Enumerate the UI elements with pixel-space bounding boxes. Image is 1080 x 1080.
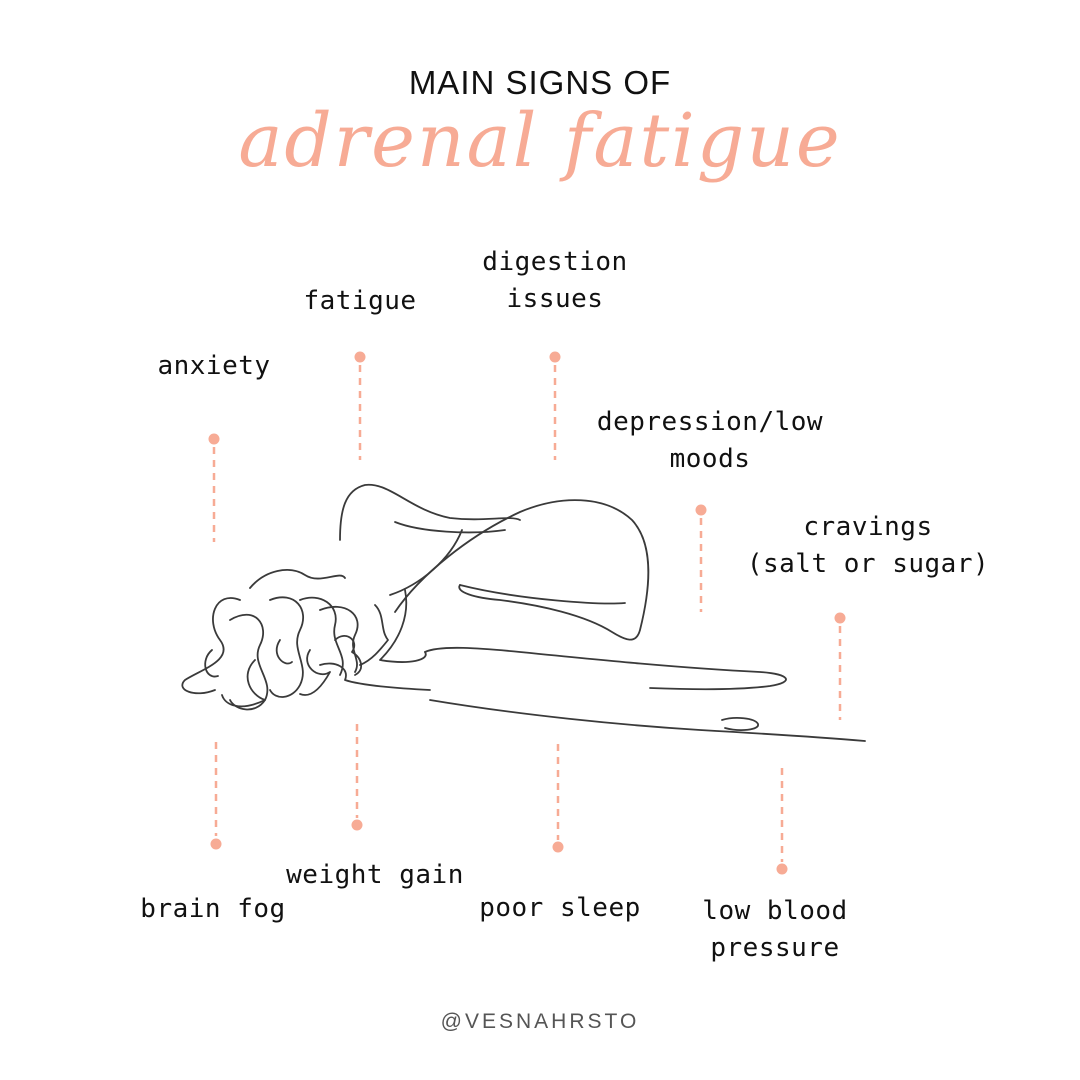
sign-poor-sleep: poor sleep [475,890,645,927]
sign-digestion-line2: issues [506,284,604,314]
sign-cravings-line2: (salt or sugar) [746,549,990,579]
sign-anxiety-text: anxiety [157,351,271,381]
connector-fatigue [354,351,366,460]
sign-brain-fog: brain fog [138,891,288,928]
sign-depression-line2: moods [669,444,751,474]
sign-depression-line1: depression/low [596,407,824,437]
sign-fatigue-text: fatigue [303,286,417,316]
connector-poor-sleep [552,744,564,853]
connector-weight-gain [351,724,363,831]
sign-brain-fog-text: brain fog [140,894,286,924]
sign-low-bp-line1: low blood [702,896,848,926]
author-handle: @VESNAHRSTO [440,1010,640,1033]
connector-depression [695,504,707,612]
connector-digestion [549,351,561,460]
sign-cravings: cravings (salt or sugar) [746,509,990,583]
sign-weight-gain-text: weight gain [286,860,464,890]
page-title: adrenal fatigue [238,98,842,184]
connector-anxiety [208,433,220,542]
sign-digestion-line1: digestion [482,247,628,277]
sign-weight-gain: weight gain [280,857,470,894]
sign-cravings-line1: cravings [803,512,933,542]
connector-low-blood-pressure [776,768,788,875]
sign-digestion-issues: digestion issues [470,244,640,318]
sign-low-bp-line2: pressure [710,933,840,963]
heading-kicker: MAIN SIGNS OF [408,64,672,101]
sign-anxiety: anxiety [153,348,275,385]
connector-cravings [834,612,846,720]
sign-depression-low-moods: depression/low moods [590,404,830,478]
woman-line-art-illustration [181,484,866,742]
sign-low-blood-pressure: low blood pressure [690,893,860,967]
connectors [208,351,846,875]
sign-poor-sleep-text: poor sleep [479,893,641,923]
connector-brain-fog [210,742,222,850]
sign-fatigue: fatigue [298,283,422,320]
